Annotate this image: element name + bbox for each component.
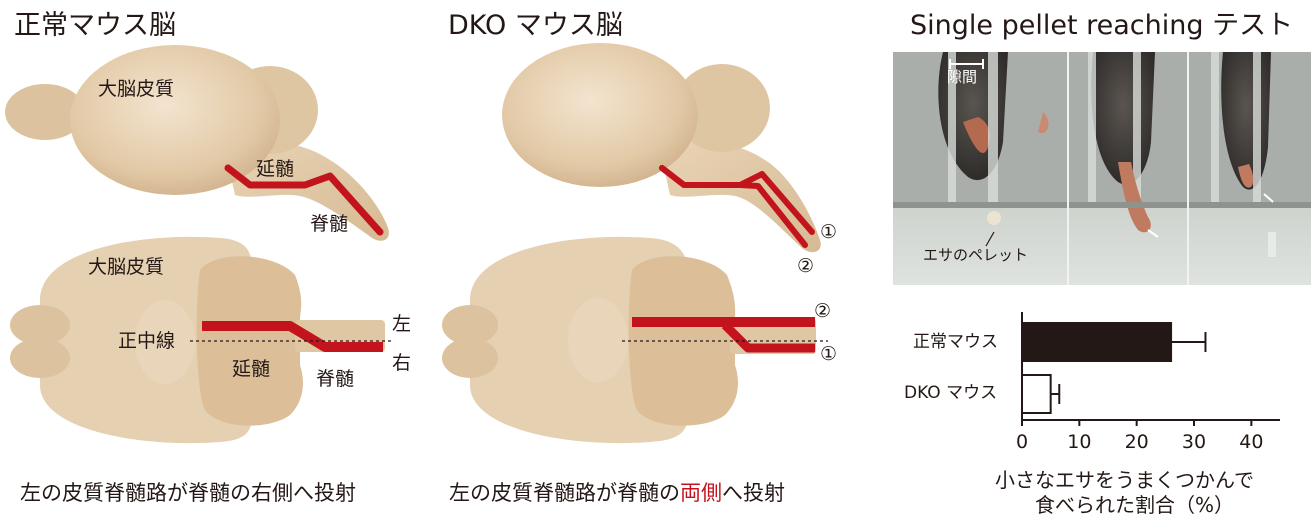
chart-xlabel-line2: 食べられた割合（%） (1035, 495, 1234, 515)
chart-x-tick-label: 0 (1016, 431, 1028, 453)
chart-bar (1022, 375, 1051, 413)
chart-bar (1022, 323, 1171, 361)
chart-x-tick-label: 10 (1067, 431, 1091, 453)
chart-x-tick-label: 40 (1239, 431, 1263, 453)
chart-category-normal: 正常マウス (913, 334, 998, 351)
chart-x-tick-label: 30 (1182, 431, 1206, 453)
chart-xlabel-line1: 小さなエサをうまくつかんで (995, 470, 1254, 490)
chart-x-tick-label: 20 (1125, 431, 1149, 453)
chart-category-dko: DKO マウス (904, 385, 997, 402)
